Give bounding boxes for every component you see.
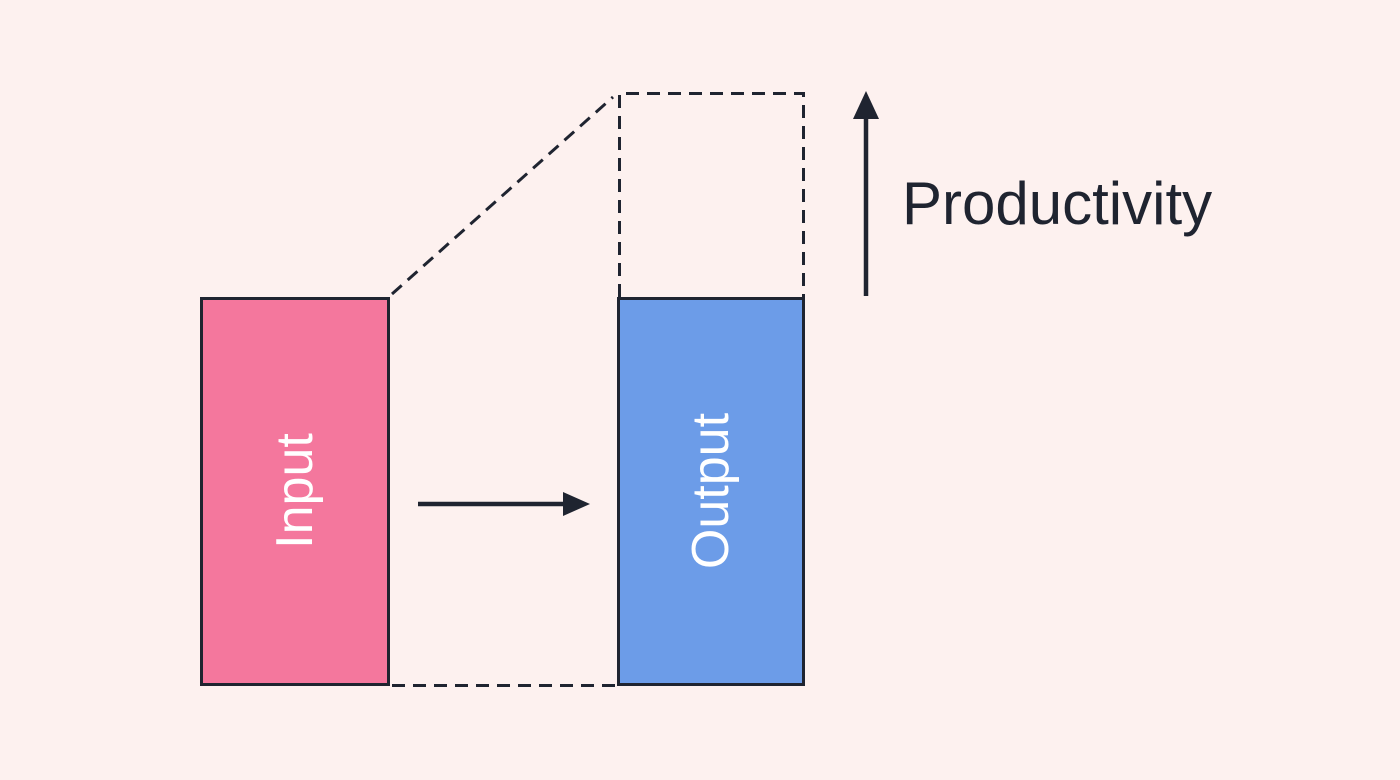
potential-output-dashed-box: [618, 92, 805, 297]
productivity-label: Productivity: [902, 170, 1212, 237]
input-box: [200, 297, 390, 686]
productivity-arrowhead-icon: [853, 91, 879, 119]
output-box: [617, 297, 805, 686]
input-to-output-arrowhead-icon: [563, 492, 590, 516]
productivity-arrow: [853, 91, 879, 296]
input-to-output-arrow: [418, 492, 590, 516]
input-box-label: Input: [266, 433, 324, 549]
output-box-label: Output: [682, 412, 740, 569]
projection-dashed-line-top: [391, 95, 614, 296]
